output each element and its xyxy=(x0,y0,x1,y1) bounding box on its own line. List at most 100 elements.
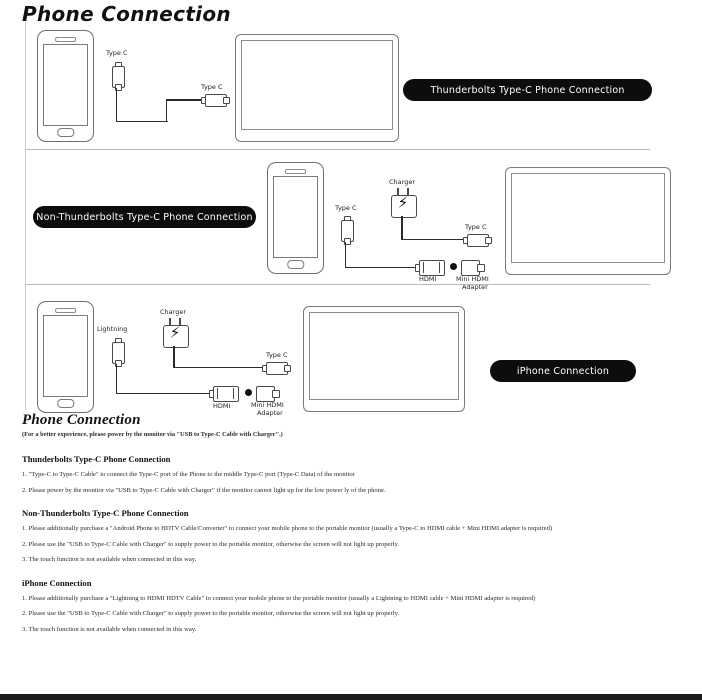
diagram-thunderbolts: Type C Type C xyxy=(0,22,702,147)
cable-segment xyxy=(115,392,212,395)
phone-screen xyxy=(273,176,318,258)
monitor-illustration xyxy=(505,167,671,275)
phone-speaker xyxy=(54,37,77,42)
connector-type-c-phone xyxy=(340,216,354,245)
label-type-c-monitor: Type C xyxy=(266,351,288,359)
cable-segment xyxy=(165,99,168,122)
instructions-block: Phone Connection (For a better experienc… xyxy=(22,412,682,640)
label-charger: Charger xyxy=(160,308,186,316)
monitor-screen xyxy=(241,40,393,130)
connector-hdmi xyxy=(415,260,447,276)
cable-segment xyxy=(401,238,465,241)
label-type-c-monitor: Type C xyxy=(201,83,223,91)
label-lightning: Lightning xyxy=(97,325,128,333)
phone-home-button xyxy=(56,399,75,408)
cable-segment xyxy=(401,216,403,240)
instruction-item: 2. Please use the "USB to Type-C Cable w… xyxy=(22,610,400,618)
charger-pin xyxy=(169,318,171,326)
connector-hdmi xyxy=(209,386,241,402)
instructions-subtitle: (For a better experience, please power b… xyxy=(22,431,283,438)
connector-ridge xyxy=(439,261,441,273)
phone-speaker xyxy=(54,308,77,313)
label-type-c-phone: Type C xyxy=(106,49,128,57)
instruction-item: 1. "Type-C to Type-C Cable" to connect t… xyxy=(22,471,355,478)
monitor-illustration xyxy=(235,34,399,142)
instruction-item: 1. Please additionally purchase a "Light… xyxy=(22,594,536,602)
instruction-item: 2. Please use the "USB to Type-C Cable w… xyxy=(22,540,400,548)
left-vertical-rule xyxy=(25,22,26,410)
section-heading-thunderbolts: Thunderbolts Type-C Phone Connection xyxy=(22,454,171,464)
cable-segment xyxy=(173,366,264,369)
badge-thunderbolts: Thunderbolts Type-C Phone Connection xyxy=(403,79,652,101)
lightning-bolt-icon: ⚡ xyxy=(169,323,181,342)
phone-home-button xyxy=(56,128,75,137)
cable-segment xyxy=(115,88,118,122)
section-heading-non-thunderbolts: Non-Thunderbolts Type-C Phone Connection xyxy=(22,508,189,519)
connector-ridge xyxy=(217,387,219,399)
label-charger: Charger xyxy=(389,178,415,186)
label-mini-hdmi-line1: Mini HDMI xyxy=(251,401,284,409)
charger-body xyxy=(391,195,417,218)
connector-tail xyxy=(223,97,230,104)
charger-pin xyxy=(179,318,181,326)
phone-screen xyxy=(43,44,88,126)
instruction-item: 3. The touch function is not available w… xyxy=(22,625,197,633)
cable-segment xyxy=(115,120,168,123)
phone-illustration xyxy=(37,301,94,413)
adapter-port-icon xyxy=(450,263,457,270)
connector-body xyxy=(419,260,445,276)
label-type-c-phone: Type C xyxy=(335,204,357,212)
connector-type-c-monitor xyxy=(463,233,492,247)
connector-tail xyxy=(115,84,122,91)
label-hdmi: HDMI xyxy=(213,402,231,410)
cable-segment xyxy=(165,99,204,101)
badge-iphone: iPhone Connection xyxy=(490,360,636,382)
cable-segment xyxy=(173,346,175,368)
section-heading-iphone: iPhone Connection xyxy=(22,577,92,588)
connector-lightning xyxy=(111,338,125,367)
connector-mini-hdmi xyxy=(256,386,280,402)
connector-type-c-monitor xyxy=(262,361,291,375)
connector-mini-hdmi xyxy=(461,260,485,276)
adapter-port-icon xyxy=(245,389,252,396)
charger-body xyxy=(163,325,189,348)
phone-home-button xyxy=(286,260,305,269)
instruction-item: 3. The touch function is not available w… xyxy=(22,556,197,564)
instructions-title: Phone Connection xyxy=(22,412,141,428)
cable-segment xyxy=(344,266,418,269)
phone-screen xyxy=(43,315,88,397)
connector-tail xyxy=(485,237,492,244)
label-type-c-monitor: Type C xyxy=(465,223,487,231)
label-hdmi: HDMI xyxy=(419,275,437,283)
section-divider xyxy=(25,149,650,150)
badge-non-thunderbolts: Non-Thunderbolts Type-C Phone Connection xyxy=(33,206,256,228)
label-mini-hdmi-line2: Adapter xyxy=(462,283,488,291)
lightning-bolt-icon: ⚡ xyxy=(397,193,409,212)
cable-segment xyxy=(344,242,347,268)
label-mini-hdmi-line2: Adapter xyxy=(257,409,283,417)
connector-tail xyxy=(115,360,122,367)
diagram-non-thunderbolts: Non-Thunderbolts Type-C Phone Connection… xyxy=(0,154,702,291)
phone-speaker xyxy=(284,169,307,174)
monitor-illustration xyxy=(303,306,465,412)
instruction-item: 1. Please additionally purchase a "Andro… xyxy=(22,525,553,533)
monitor-screen xyxy=(511,173,665,263)
connector-tail xyxy=(344,238,351,245)
charger-illustration: ⚡ xyxy=(391,188,417,218)
diagram-area: Type C Type C xyxy=(0,22,702,417)
connector-tail xyxy=(272,390,280,398)
connector-body xyxy=(213,386,239,402)
connector-tail xyxy=(477,264,485,272)
diagram-iphone: Lightning Charger ⚡ Type C xyxy=(0,288,702,417)
charger-pin xyxy=(397,188,399,196)
connector-tail xyxy=(284,365,291,372)
bottom-bar xyxy=(0,694,702,700)
page-title: Phone Connection xyxy=(22,2,231,26)
connector-type-c-monitor xyxy=(201,93,230,107)
connector-ridge xyxy=(233,387,235,399)
phone-illustration xyxy=(37,30,94,142)
instruction-item: 2. Please power by the monitor via "USB … xyxy=(22,486,386,494)
charger-illustration: ⚡ xyxy=(163,318,189,348)
section-divider xyxy=(25,284,650,285)
